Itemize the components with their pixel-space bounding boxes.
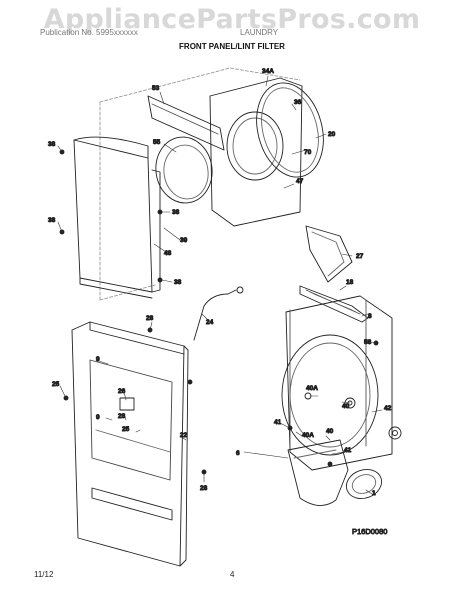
leader-lines [57, 75, 383, 495]
callout-9: 9 [96, 414, 100, 421]
upper-bulkhead [209, 77, 303, 227]
callout-42: 42 [384, 405, 392, 412]
callout-28: 28 [146, 315, 154, 322]
callout-28: 28 [118, 413, 126, 420]
callout-8: 8 [368, 313, 372, 320]
page-title: FRONT PANEL/LINT FILTER [179, 42, 285, 51]
figure-code: P16D0080 [352, 527, 387, 536]
callout-41: 41 [344, 447, 352, 454]
callout-40a: 40A [306, 385, 318, 392]
callout-9: 9 [96, 356, 100, 363]
lint-screen [305, 225, 353, 283]
callout-18: 18 [346, 279, 354, 286]
callout-24: 24 [206, 319, 214, 326]
screws [59, 149, 379, 475]
callout-53: 53 [152, 85, 160, 92]
callout-25: 25 [52, 381, 60, 388]
callout-40: 40 [342, 403, 350, 410]
callout-26: 26 [118, 388, 126, 395]
lint-filter-grille [299, 285, 369, 323]
publication-number: Publication No. 5995xxxxxx [40, 28, 138, 37]
callout-47: 47 [296, 178, 304, 185]
duct-seal [345, 469, 383, 499]
callout-38: 38 [48, 217, 56, 224]
drum-front-seal [155, 136, 213, 204]
callout-41: 41 [274, 419, 282, 426]
upper-front-panel [73, 136, 161, 299]
callout-34a: 34A [262, 68, 274, 75]
callout-labels: 34A 53 36 20 38 55 70 47 38 39 38 48 38 27 18 8 28 24 9 58 2… [48, 68, 393, 498]
callout-38: 38 [174, 279, 182, 286]
callout-58: 58 [364, 339, 372, 346]
upper-support-bracket [147, 95, 225, 151]
callout-38: 38 [48, 141, 56, 148]
lint-duct [287, 439, 349, 506]
callout-55: 55 [153, 139, 161, 146]
lower-front-panel [71, 321, 189, 567]
callout-70: 70 [304, 149, 312, 156]
callout-38: 38 [172, 209, 180, 216]
footer-date: 11/12 [34, 570, 54, 579]
front-bulkhead [281, 295, 393, 471]
watermark: AppliancePartsPros.com [43, 4, 421, 35]
door-switch-bracket [119, 397, 135, 411]
callout-39: 39 [180, 237, 188, 244]
wire-harness [193, 289, 237, 341]
callout-40: 40 [326, 428, 334, 435]
door-seal-ring [256, 82, 324, 178]
footer-page-number: 4 [230, 570, 235, 579]
callout-22: 22 [180, 432, 188, 439]
callout-20: 20 [328, 131, 336, 138]
callout-1: 1 [372, 490, 376, 497]
callout-25: 25 [122, 426, 130, 433]
callout-40a: 40A [302, 432, 314, 439]
callout-36: 36 [294, 99, 302, 106]
bearing-upper [344, 397, 356, 409]
cabinet-ghost-outline [99, 67, 301, 301]
callout-48: 48 [164, 250, 172, 257]
header-category: LAUNDRY [240, 28, 279, 37]
callout-28: 28 [200, 485, 208, 492]
callout-27: 27 [356, 253, 364, 260]
callout-6: 6 [236, 450, 240, 457]
bearing-lower-right [388, 426, 402, 440]
